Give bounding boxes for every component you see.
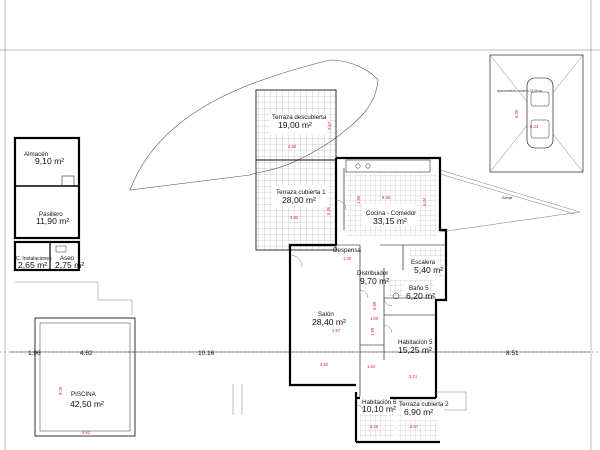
room-name: Cocina - Comedor (366, 210, 416, 217)
kitchen-counter (345, 159, 431, 173)
room-name: Pasillero (39, 211, 63, 218)
carport: Aparcamiento cubierto 22,00 m² 5.36 5.34 (489, 54, 584, 173)
terrace-cubierta-1: Terraza cubierta 1 28,00 m² 4.82 5.36 (255, 159, 337, 251)
svg-text:3.21: 3.21 (409, 374, 418, 379)
dimension-line: 1.96 4.62 10.16 8.51 (10, 350, 590, 357)
svg-text:5.34: 5.34 (530, 124, 539, 129)
room-name: Terraza cubierta 2 (399, 401, 449, 408)
car-icon (526, 77, 554, 149)
svg-text:5.36: 5.36 (514, 109, 519, 118)
room-name: Distribuidor (357, 270, 388, 277)
room-name: Habitación 6 (362, 399, 397, 406)
svg-text:2.57: 2.57 (327, 121, 332, 130)
stairs (410, 247, 444, 277)
room-area: 11,90 m² (36, 216, 69, 226)
room-area: 28,40 m² (312, 317, 346, 327)
room-name: C. Instalaciones (16, 256, 52, 262)
room-area: 15,25 m² (398, 345, 432, 355)
room-name: Terraza descubierta (272, 114, 327, 121)
svg-text:1.99: 1.99 (370, 327, 375, 336)
svg-text:9.20: 9.20 (58, 386, 63, 395)
room-name: PISCINA (71, 391, 97, 398)
svg-text:1.00: 1.00 (370, 316, 379, 321)
room-name: Despensa (333, 247, 361, 254)
svg-text:3.99: 3.99 (372, 301, 377, 310)
room-name: Almacén (24, 151, 49, 158)
svg-text:4.62: 4.62 (80, 350, 93, 357)
driveway: Rampa (439, 169, 581, 233)
svg-text:1.00: 1.00 (343, 256, 352, 261)
room-area: 6,90 m² (404, 407, 433, 417)
svg-text:1.64: 1.64 (367, 364, 376, 369)
room-area: 9,70 m² (360, 276, 389, 286)
room-name: Terraza cubierta 1 (276, 189, 326, 196)
room-area: 19,00 m² (278, 120, 312, 130)
svg-text:4.82: 4.82 (320, 362, 329, 367)
room-name: Habitación 5 (398, 339, 433, 346)
room-name: Aseo (60, 255, 75, 262)
room-area: 9,10 m² (35, 156, 64, 166)
svg-text:10.16: 10.16 (198, 350, 215, 357)
room-area: 33,15 m² (373, 216, 407, 226)
room-area: 42,50 m² (70, 399, 104, 409)
room-area: 5,40 m² (414, 265, 443, 275)
terrace-cubierta-2 (398, 391, 467, 440)
ramp-label: Rampa (502, 196, 513, 200)
room-name: Salón (318, 311, 334, 318)
pool-area: PISCINA 42,50 m² 9.20 4.62 (15, 281, 243, 437)
room-area: 10,10 m² (362, 404, 396, 414)
pool (34, 317, 136, 437)
room-name: Baño 5 (409, 285, 429, 292)
room-area: 2,65 m² (18, 260, 47, 270)
svg-text:6.04: 6.04 (422, 197, 427, 206)
house-walls (288, 156, 448, 444)
svg-text:1.99: 1.99 (356, 195, 361, 204)
garden-arc (129, 59, 379, 191)
svg-text:5.36: 5.36 (326, 206, 331, 215)
carport-label: Aparcamiento cubierto 22,00 m² (497, 89, 542, 93)
svg-text:8.51: 8.51 (506, 350, 519, 357)
svg-text:2.25: 2.25 (370, 424, 379, 429)
svg-text:2.57: 2.57 (410, 424, 419, 429)
svg-text:4.82: 4.82 (288, 144, 297, 149)
svg-text:1.96: 1.96 (28, 350, 41, 357)
room-name: Escalera (411, 259, 436, 266)
svg-text:4.57: 4.57 (332, 328, 341, 333)
svg-text:4.62: 4.62 (82, 430, 91, 435)
outbuilding: Almacén 9,10 m² Pasillero 11,90 m² C. In… (13, 136, 84, 272)
room-area: 28,00 m² (282, 195, 316, 205)
room-area: 6,20 m² (406, 291, 435, 301)
bathroom-fixtures (388, 280, 434, 300)
terrace-descubierta: Terraza descubierta 19,00 m² 4.82 2.57 (255, 89, 337, 161)
svg-text:4.82: 4.82 (290, 215, 299, 220)
door-swings (289, 199, 393, 414)
svg-text:8.45: 8.45 (382, 195, 391, 200)
room-area: 2,75 m² (55, 260, 84, 270)
